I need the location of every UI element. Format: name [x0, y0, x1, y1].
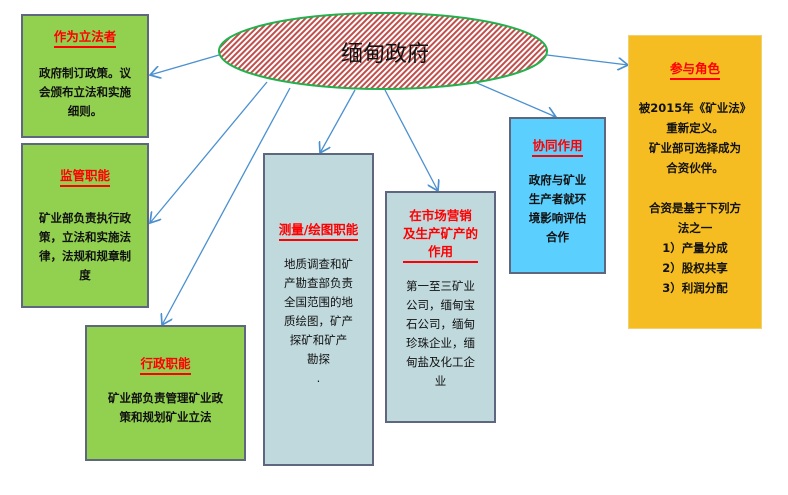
box-body: 政府制订政策。议 会颁布立法和实施 细则。	[39, 66, 131, 118]
box-body: 政府与矿业 生产者就环 境影响评估 合作	[528, 173, 587, 244]
arrow-participation	[546, 54, 628, 65]
box-body: 矿业部负责执行政 策，立法和实施法 律，法规和规章制 度	[39, 211, 131, 282]
box-participation: 参与角色 被2015年《矿业法》 重新定义。 矿业部可选择成为 合资伙伴。 合资…	[628, 35, 762, 329]
box-title: 参与角色	[669, 60, 720, 80]
box-administrative: 行政职能 矿业部负责管理矿业政 策和规划矿业立法	[85, 325, 246, 461]
box-body: 第一至三矿业 公司，缅甸宝 石公司，缅甸 珍珠企业，缅 甸盐及化工企 业	[406, 279, 475, 388]
box-body: 被2015年《矿业法》 重新定义。 矿业部可选择成为 合资伙伴。 合资是基于下列…	[638, 101, 752, 295]
box-marketing: 在市场营销 及生产矿产的 作用 第一至三矿业 公司，缅甸宝 石公司，缅甸 珍珠企…	[385, 191, 496, 423]
center-label: 缅甸政府	[340, 42, 429, 67]
box-body: 矿业部负责管理矿业政 策和规划矿业立法	[108, 391, 223, 424]
center-ellipse	[218, 12, 548, 90]
box-title: 行政职能	[140, 355, 191, 375]
box-legislator: 作为立法者 政府制订政策。议 会颁布立法和实施 细则。	[21, 14, 149, 138]
arrow-survey	[320, 89, 356, 153]
arrow-cooperation	[469, 79, 556, 117]
arrow-legislator	[150, 54, 220, 75]
box-regulatory: 监管职能 矿业部负责执行政 策，立法和实施法 律，法规和规章制 度	[21, 143, 149, 308]
box-title: 作为立法者	[53, 28, 117, 48]
box-title: 协同作用	[532, 137, 583, 157]
box-title: 监管职能	[59, 167, 110, 187]
box-cooperation: 协同作用 政府与矿业 生产者就环 境影响评估 合作	[509, 117, 606, 274]
box-title: 测量/绘图职能	[278, 221, 359, 241]
arrow-regulatory	[150, 81, 268, 223]
arrow-marketing	[384, 89, 438, 191]
arrow-administrative	[162, 87, 291, 325]
box-title: 在市场营销 及生产矿产的 作用	[402, 207, 478, 263]
box-body: 地质调查和矿 产勘查部负责 全国范围的地 质绘图，矿产 探矿和矿产 勘探 .	[284, 257, 353, 385]
box-survey: 测量/绘图职能 地质调查和矿 产勘查部负责 全国范围的地 质绘图，矿产 探矿和矿…	[263, 153, 374, 466]
